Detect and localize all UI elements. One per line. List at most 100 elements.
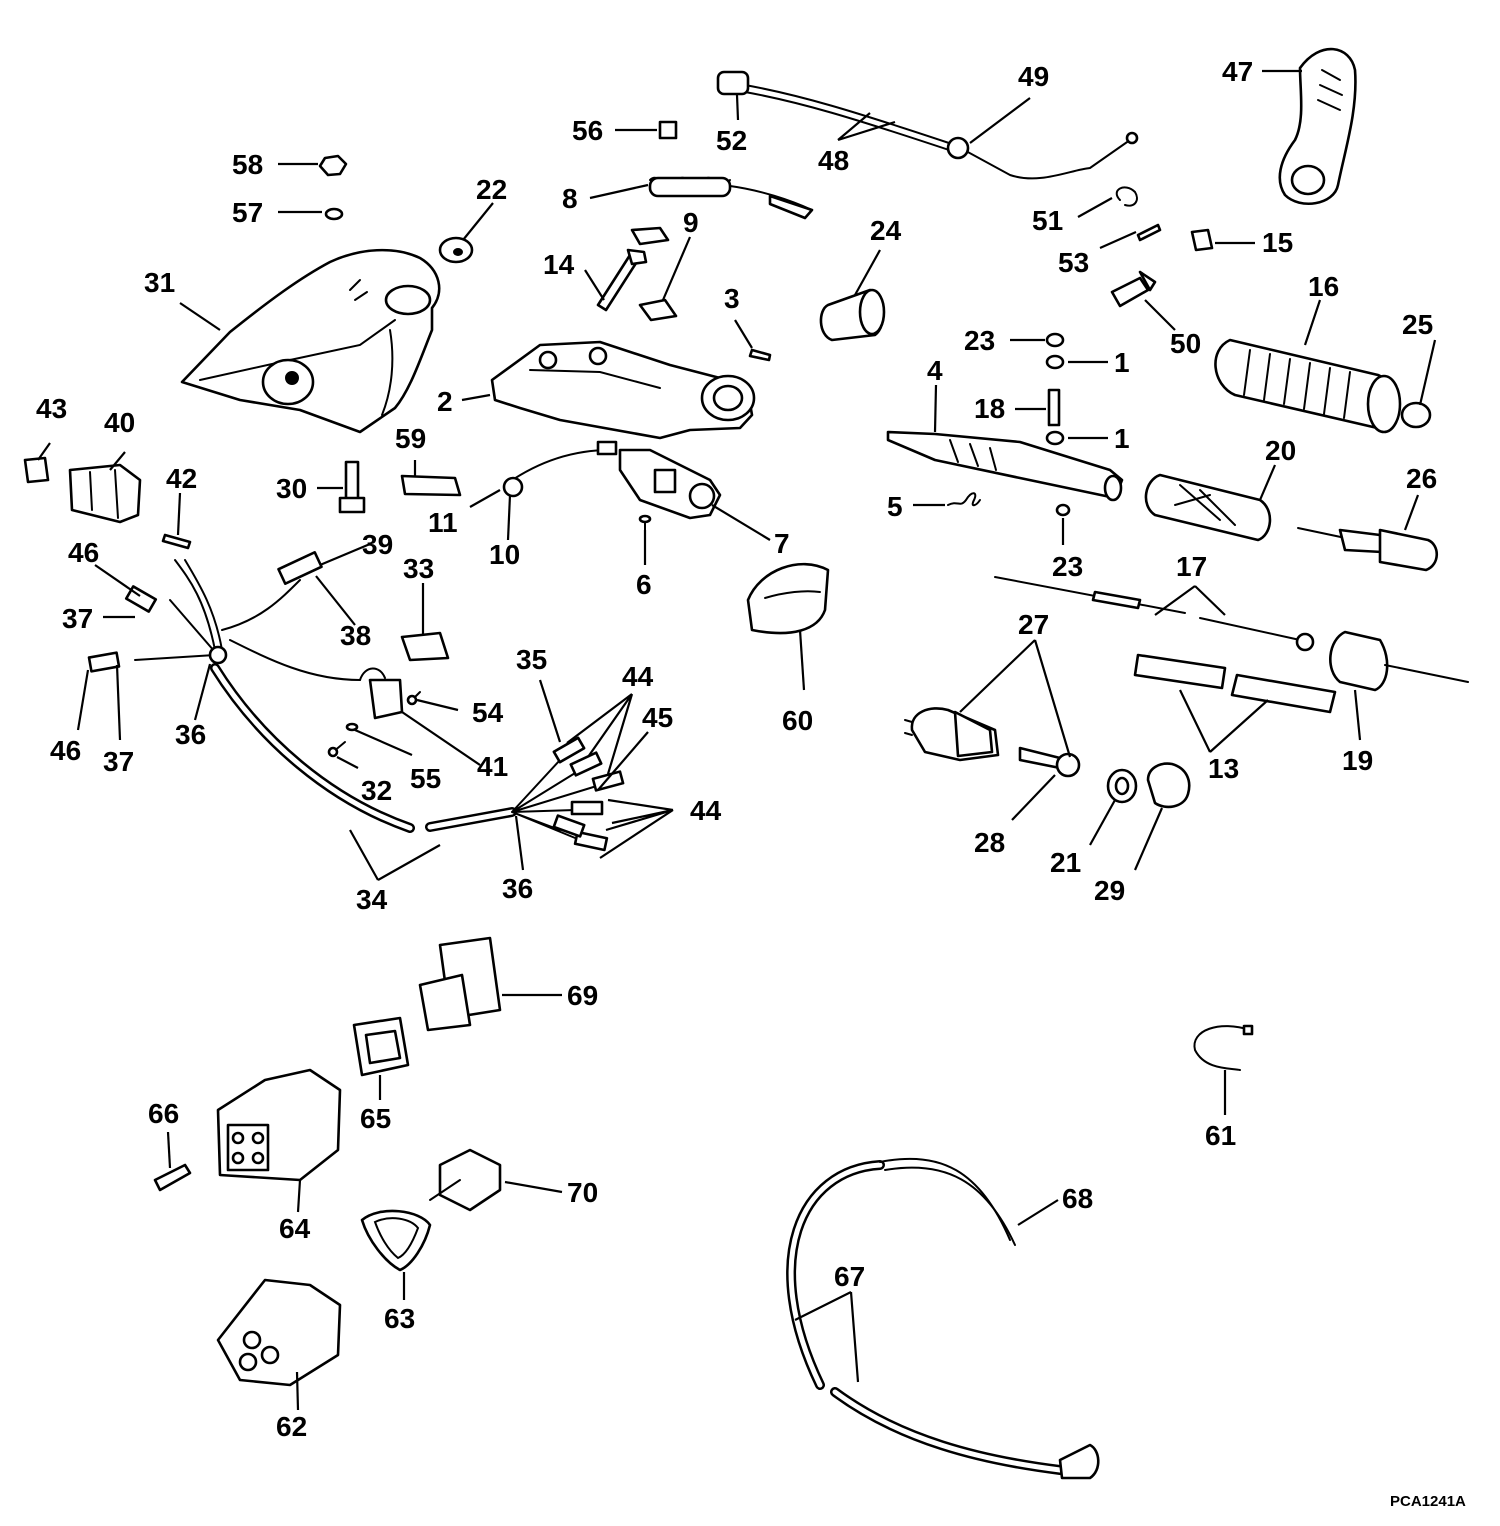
callout-52: 52 xyxy=(716,125,747,156)
callout-64: 64 xyxy=(279,1213,311,1244)
part-22-washer xyxy=(438,236,474,264)
part-59-sleeve xyxy=(400,474,462,497)
callout-48: 48 xyxy=(818,145,849,176)
part-47-handle-cover xyxy=(1278,47,1357,205)
part-60-cover xyxy=(746,562,830,635)
part-42-pin xyxy=(161,533,192,550)
callout-33: 33 xyxy=(403,553,434,584)
callout-37-upper: 37 xyxy=(62,603,93,634)
part-28-key xyxy=(1018,746,1081,778)
part-35-44-45-terminals xyxy=(511,736,625,852)
callout-14: 14 xyxy=(543,249,575,280)
callout-9: 9 xyxy=(683,207,699,238)
callout-60: 60 xyxy=(782,705,813,736)
part-64-connector-housing xyxy=(216,1068,342,1182)
callout-55: 55 xyxy=(410,763,441,794)
callout-1-lower: 1 xyxy=(1114,423,1130,454)
callout-43: 43 xyxy=(36,393,67,424)
part-8-lanyard-coil xyxy=(630,176,814,246)
callout-22: 22 xyxy=(476,174,507,205)
part-25-end-cap xyxy=(1400,401,1432,429)
callout-59: 59 xyxy=(395,423,426,454)
callout-44-upper: 44 xyxy=(622,661,654,692)
drawing-code: PCA1241A xyxy=(1390,1493,1466,1510)
part-51-clip xyxy=(1115,186,1138,207)
part-7-stop-switch xyxy=(618,448,722,520)
callout-54: 54 xyxy=(472,697,504,728)
callout-24: 24 xyxy=(870,215,902,246)
callout-37-lower: 37 xyxy=(103,746,134,777)
part-4-throttle-shaft xyxy=(886,430,1124,502)
callout-11: 11 xyxy=(428,507,458,538)
callout-65: 65 xyxy=(360,1103,391,1134)
part-66-pin xyxy=(153,1163,192,1192)
part-21-washer xyxy=(1106,768,1138,804)
part-65-seal xyxy=(352,1016,410,1077)
callout-23-lower: 23 xyxy=(1052,551,1083,582)
part-33-plate xyxy=(400,631,450,662)
callout-67: 67 xyxy=(834,1261,865,1292)
callout-46-lower: 46 xyxy=(50,735,81,766)
part-40-connector xyxy=(68,463,142,524)
callout-57: 57 xyxy=(232,197,263,228)
part-69-bracket xyxy=(418,936,502,1032)
callout-2: 2 xyxy=(437,386,453,417)
part-61-strap xyxy=(1193,1024,1254,1071)
part-6-screw xyxy=(638,514,652,531)
callout-20: 20 xyxy=(1265,435,1296,466)
part-31-upper-cover xyxy=(180,248,441,434)
part-30-bolt xyxy=(338,460,366,514)
callout-53: 53 xyxy=(1058,247,1089,278)
callout-56: 56 xyxy=(572,115,603,146)
part-54-55-fasteners xyxy=(345,691,421,732)
callout-1-upper: 1 xyxy=(1114,347,1130,378)
callout-16: 16 xyxy=(1308,271,1339,302)
callout-50: 50 xyxy=(1170,328,1201,359)
callout-31: 31 xyxy=(144,267,175,298)
part-9-clip xyxy=(638,298,678,322)
part-14-bolt xyxy=(596,248,648,312)
part-62-connector xyxy=(216,1278,342,1387)
part-70-terminal-plate xyxy=(429,1148,502,1212)
part-10-11-ground-wire xyxy=(502,440,618,498)
callout-8: 8 xyxy=(562,183,578,214)
callout-44-lower: 44 xyxy=(690,795,722,826)
part-57-58-nut-washer xyxy=(318,154,348,221)
part-5-wire-spring xyxy=(947,492,981,507)
part-32-screw xyxy=(327,741,346,758)
callout-15: 15 xyxy=(1262,227,1293,258)
callout-38: 38 xyxy=(340,620,371,651)
part-27-ignition-switch xyxy=(904,707,1000,762)
part-19-cylinder xyxy=(1329,630,1469,692)
leader-lines xyxy=(37,69,1437,1411)
callout-17: 17 xyxy=(1176,551,1207,582)
part-67-68-cable xyxy=(786,1157,1100,1480)
callout-4: 4 xyxy=(927,355,943,386)
part-36-37-38-39-46-wiring xyxy=(87,550,361,681)
callout-36-left: 36 xyxy=(175,719,206,750)
part-53-pin xyxy=(1136,223,1162,242)
part-50-fitting xyxy=(1110,270,1157,308)
callout-61: 61 xyxy=(1205,1120,1236,1151)
part-15-nut xyxy=(1190,228,1214,252)
callout-69: 69 xyxy=(567,980,598,1011)
callout-32: 32 xyxy=(361,775,392,806)
part-17-throttle-cable xyxy=(994,576,1315,652)
part-2-tiller-arm xyxy=(490,340,756,440)
callout-labels: 1 1 2 3 4 5 6 7 8 9 10 11 13 14 15 16 17… xyxy=(36,56,1437,1442)
callout-36-bottom: 36 xyxy=(502,873,533,904)
part-18-pin xyxy=(1047,388,1061,427)
callout-5: 5 xyxy=(887,491,903,522)
callout-46-upper: 46 xyxy=(68,537,99,568)
callout-30: 30 xyxy=(276,473,307,504)
callout-27: 27 xyxy=(1018,609,1049,640)
callout-70: 70 xyxy=(567,1177,598,1208)
part-34-harness-sleeve xyxy=(210,663,517,833)
callout-62: 62 xyxy=(276,1411,307,1442)
part-29-nut xyxy=(1146,762,1191,809)
callout-39: 39 xyxy=(362,529,393,560)
part-23-1-bushings xyxy=(1045,332,1071,517)
callout-3: 3 xyxy=(724,283,740,314)
